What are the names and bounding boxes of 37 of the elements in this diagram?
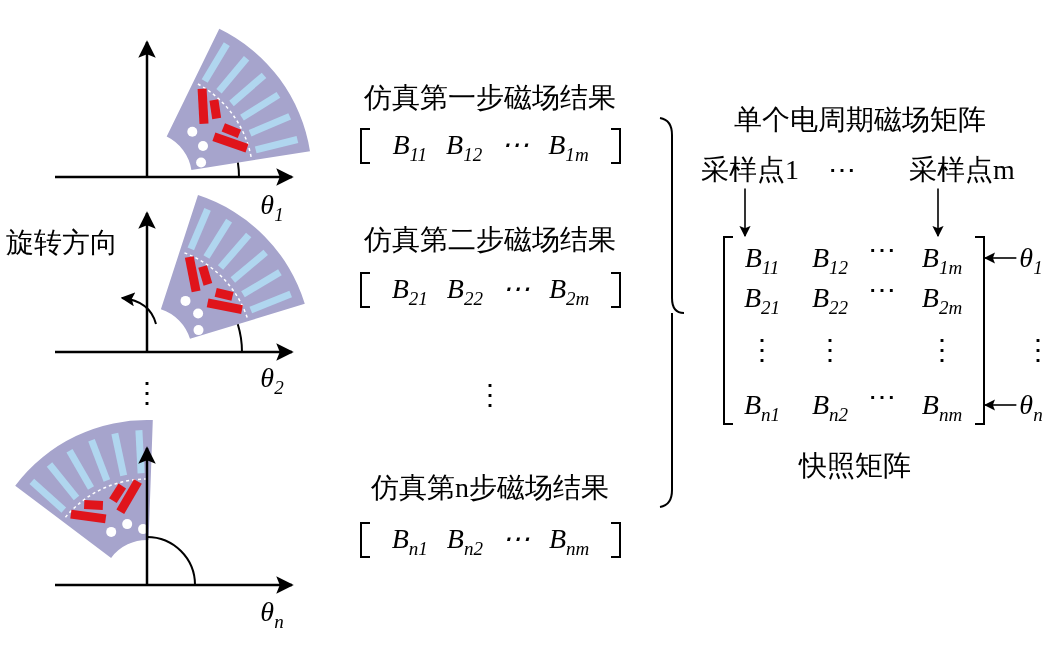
matrix-entry: B$_{22}$ <box>811 282 849 314</box>
text-label: ⋮ <box>1024 334 1049 366</box>
matrix-entry: B$_{21}$ <box>743 282 781 314</box>
matrix-entry: B$_{2m}$ <box>921 282 963 314</box>
heading: 仿真第n步磁场结果 <box>371 472 609 504</box>
arrow <box>739 187 751 238</box>
arrow <box>932 187 944 238</box>
text-label: ⋯ <box>828 154 856 186</box>
row-vector: B$_{11}$ B$_{12}$ ⋯ B$_{1m}$ <box>360 128 621 164</box>
math-label: θ$_{n}$ <box>1019 389 1043 421</box>
text-label: 旋转方向 <box>6 227 118 259</box>
math-label: θ$_{1}$ <box>260 189 284 221</box>
matrix-entry: ⋯ <box>868 274 896 306</box>
row-vector: B$_{n1}$ B$_{n2}$ ⋯ B$_{nm}$ <box>360 522 621 558</box>
text-label: 采样点1 <box>701 154 799 186</box>
matrix-entry: B$_{n2}$ <box>811 389 849 421</box>
math-label: θ$_{n}$ <box>260 596 284 628</box>
text-label: ⋮ <box>133 377 161 409</box>
matrix-entry: B$_{11}$ <box>744 242 780 274</box>
matrix-entry: B$_{nm}$ <box>921 389 963 421</box>
math-label: θ$_{1}$ <box>1019 242 1043 274</box>
math-label: θ$_{2}$ <box>260 362 284 394</box>
heading: 仿真第一步磁场结果 <box>364 82 616 114</box>
matrix-entry: ⋯ <box>868 234 896 266</box>
matrix-entry: ⋮ <box>816 334 844 366</box>
matrix-entry: ⋮ <box>748 334 776 366</box>
row-vector: B$_{21}$ B$_{22}$ ⋯ B$_{2m}$ <box>360 272 621 308</box>
text-label: 采样点m <box>909 154 1015 186</box>
text-label: 快照矩阵 <box>799 450 911 482</box>
text-label: 单个电周期磁场矩阵 <box>734 104 986 136</box>
matrix-entry: B$_{n1}$ <box>743 389 781 421</box>
matrix-entry: B$_{1m}$ <box>921 242 963 274</box>
heading: 仿真第二步磁场结果 <box>364 224 616 256</box>
matrix-entry: B$_{12}$ <box>811 242 849 274</box>
matrix-entry: ⋯ <box>868 381 896 413</box>
text-label: ⋮ <box>476 379 504 411</box>
matrix-entry: ⋮ <box>928 334 956 366</box>
